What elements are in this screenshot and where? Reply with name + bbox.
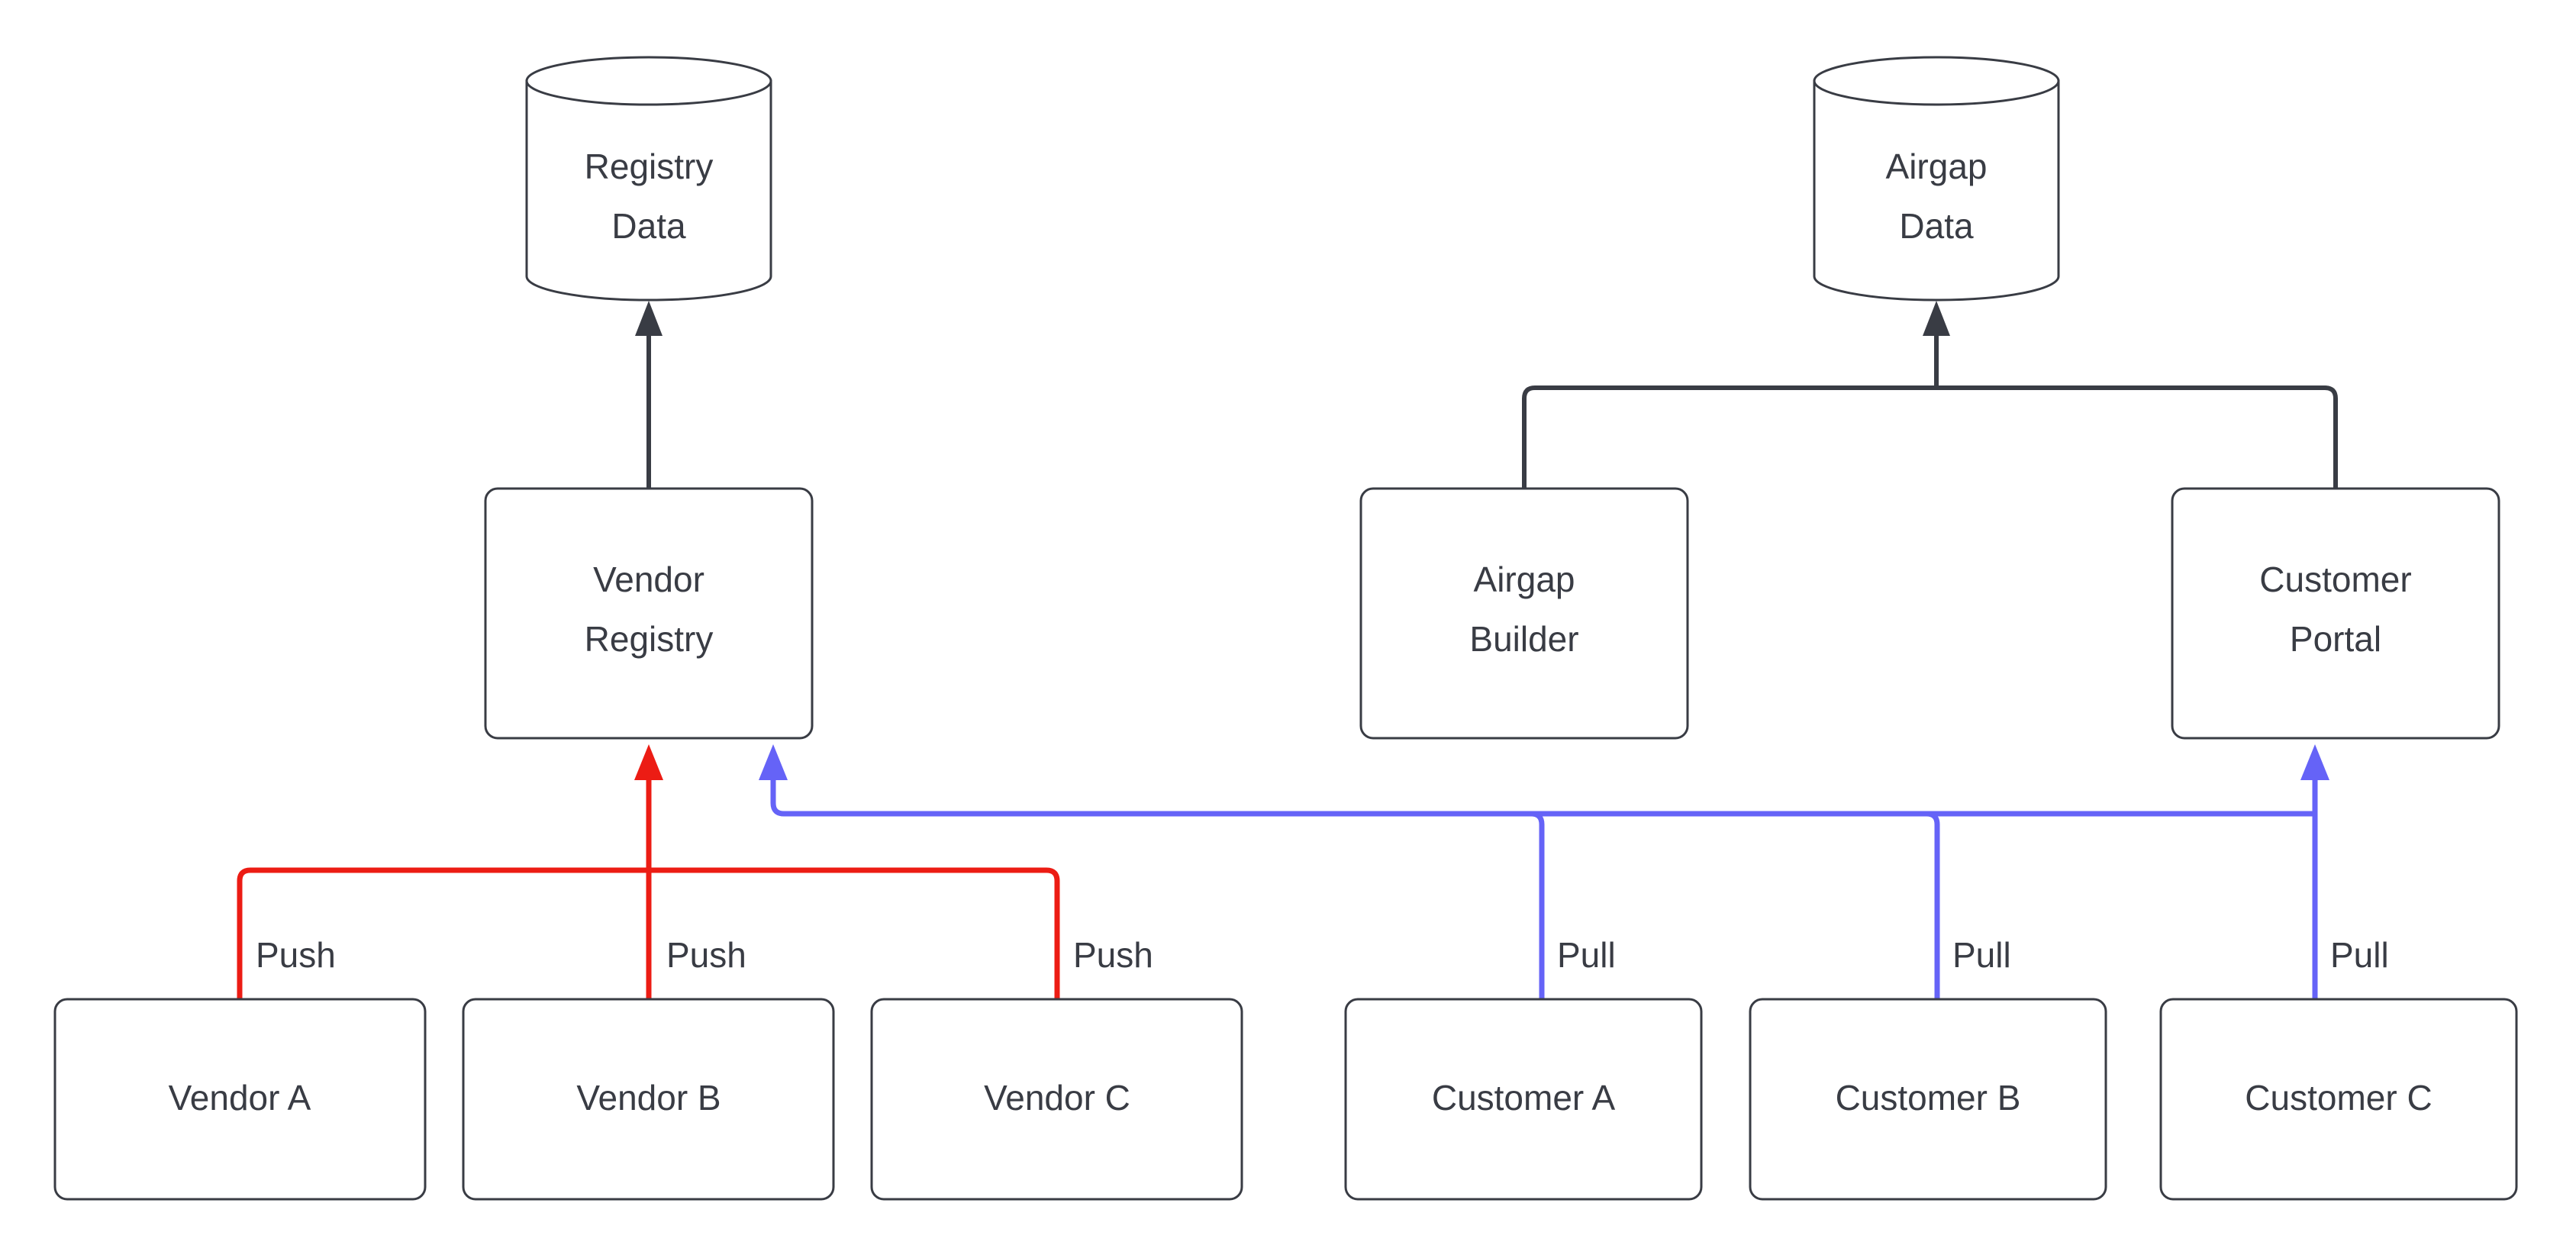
arrowhead-icon bbox=[635, 301, 663, 336]
service-vendor-registry[interactable]: Vendor Registry bbox=[484, 487, 814, 740]
datastore-label-line1: Registry bbox=[585, 147, 714, 186]
cylinder-top-ellipse bbox=[1813, 56, 2060, 106]
node-box bbox=[1344, 998, 1703, 1201]
arrowhead-icon bbox=[2300, 744, 2329, 780]
actor-vendor-a[interactable]: Vendor A bbox=[53, 998, 427, 1201]
edges-push bbox=[237, 744, 1060, 999]
edge-label-pull-customer-a: Pull bbox=[1557, 935, 1616, 975]
datastore-label-line2: Data bbox=[1899, 206, 1974, 246]
datastore-registry-data[interactable]: Registry Data bbox=[525, 56, 772, 302]
arrowhead-icon bbox=[1923, 301, 1950, 336]
edge-pull-customer-b bbox=[784, 811, 1940, 999]
cylinder-body bbox=[1813, 79, 2060, 302]
service-label-line2: Registry bbox=[585, 619, 714, 659]
edge-pull-customer-a bbox=[770, 763, 1545, 999]
edge-label-pull-customer-c: Pull bbox=[2330, 935, 2389, 975]
actor-customer-b[interactable]: Customer B bbox=[1749, 998, 2107, 1201]
service-label-line1: Customer bbox=[2259, 560, 2411, 599]
edge-label-push-vendor-c: Push bbox=[1073, 935, 1153, 975]
edges-pull bbox=[759, 744, 2329, 999]
edge-line bbox=[1522, 385, 1936, 489]
edge-customer-portal-to-airgap-data bbox=[1936, 385, 2338, 489]
node-box bbox=[2171, 487, 2500, 740]
service-label-line1: Vendor bbox=[593, 560, 704, 599]
datastore-label-line1: Airgap bbox=[1886, 147, 1988, 186]
edge-label-pull-customer-b: Pull bbox=[1952, 935, 2011, 975]
actor-vendor-b[interactable]: Vendor B bbox=[462, 998, 835, 1201]
edge-line bbox=[1936, 385, 2338, 489]
actor-customer-c[interactable]: Customer C bbox=[2159, 998, 2518, 1201]
node-box bbox=[870, 998, 1243, 1201]
actor-vendor-c[interactable]: Vendor C bbox=[870, 998, 1243, 1201]
service-label-line2: Builder bbox=[1469, 619, 1578, 659]
actor-label: Vendor C bbox=[984, 1078, 1130, 1118]
actor-label: Customer A bbox=[1432, 1078, 1616, 1118]
actor-customer-a[interactable]: Customer A bbox=[1344, 998, 1703, 1201]
node-box bbox=[53, 998, 427, 1201]
edge-vendor-registry-to-registry-data bbox=[635, 301, 663, 489]
actor-label: Customer B bbox=[1836, 1078, 2021, 1118]
cylinder-top-ellipse bbox=[525, 56, 772, 106]
node-box bbox=[2159, 998, 2518, 1201]
datastore-airgap-data[interactable]: Airgap Data bbox=[1813, 56, 2060, 302]
datastore-label-line2: Data bbox=[611, 206, 686, 246]
arrowhead-icon bbox=[634, 744, 663, 780]
node-box bbox=[462, 998, 835, 1201]
node-box bbox=[484, 487, 814, 740]
service-customer-portal[interactable]: Customer Portal bbox=[2171, 487, 2500, 740]
service-label-line1: Airgap bbox=[1474, 560, 1575, 599]
cylinder-body bbox=[525, 79, 772, 302]
actor-label: Vendor A bbox=[169, 1078, 311, 1118]
edge-push-vendor-a bbox=[237, 867, 649, 999]
edge-airgap-builder-to-airgap-data bbox=[1522, 385, 1936, 489]
actor-label: Customer C bbox=[2245, 1078, 2432, 1118]
arrowhead-icon bbox=[759, 744, 788, 780]
service-airgap-builder[interactable]: Airgap Builder bbox=[1359, 487, 1689, 740]
node-box bbox=[1749, 998, 2107, 1201]
node-box bbox=[1359, 487, 1689, 740]
actor-label: Vendor B bbox=[576, 1078, 721, 1118]
edge-label-push-vendor-b: Push bbox=[666, 935, 746, 975]
service-label-line2: Portal bbox=[2290, 619, 2381, 659]
edge-airgap-data-inlet bbox=[1923, 301, 1950, 388]
edge-label-push-vendor-a: Push bbox=[256, 935, 336, 975]
edge-push-vendor-c bbox=[649, 867, 1060, 999]
